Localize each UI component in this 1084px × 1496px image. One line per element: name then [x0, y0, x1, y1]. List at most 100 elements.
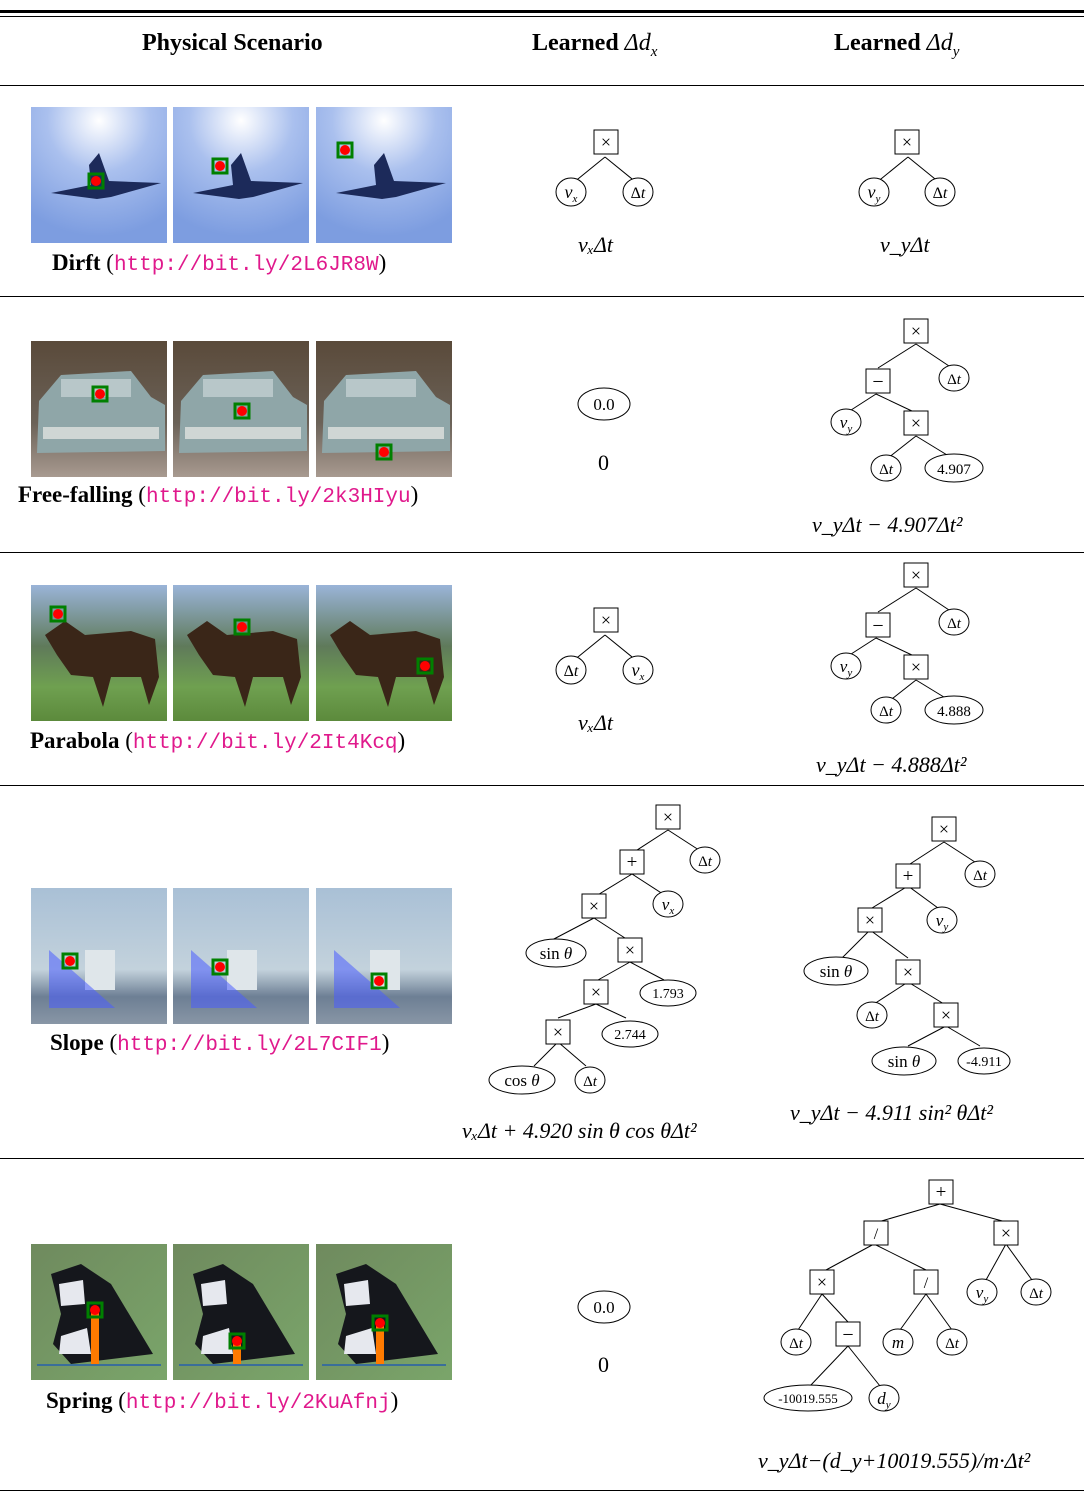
node-zero: 0.0: [577, 1290, 631, 1324]
node-vy: vy: [966, 1278, 998, 1306]
node-times: ×: [903, 410, 929, 436]
node-dt: Δt: [964, 860, 996, 888]
scenario-images-slope: [31, 888, 452, 1024]
caption-slope: Slope (http://bit.ly/2L7CIF1): [50, 1030, 390, 1057]
node-dt: Δt: [938, 608, 970, 636]
airplane-frames: [31, 107, 452, 243]
node-times: ×: [903, 562, 929, 588]
node-vy: vy: [858, 177, 890, 207]
svg-text:×: ×: [625, 940, 635, 960]
node-times: ×: [581, 893, 607, 919]
formula-dx-slope: vₓΔt + 4.920 sin θ cos θΔt²: [462, 1118, 697, 1143]
row-rule-3: [0, 785, 1084, 786]
node-const: -10019.555: [763, 1384, 853, 1412]
header-col3-label: Learned: [834, 30, 921, 56]
scenario-link[interactable]: http://bit.ly/2It4Kcq: [132, 732, 398, 755]
node-times: ×: [617, 937, 643, 963]
row-rule-2: [0, 552, 1084, 553]
formula-dy-parabola: v_yΔt − 4.888Δt²: [816, 752, 967, 777]
header-col2-label: Learned: [532, 30, 619, 56]
svg-text:Δt: Δt: [564, 663, 579, 680]
svg-text:×: ×: [817, 1272, 827, 1292]
node-vy: vy: [926, 906, 958, 934]
svg-text:2.744: 2.744: [614, 1028, 646, 1043]
node-sin-theta: sin θ: [871, 1046, 937, 1076]
node-dt: Δt: [856, 1001, 888, 1029]
tree-dx-drift: × vx Δt: [545, 125, 665, 215]
svg-text:sin θ: sin θ: [820, 962, 852, 981]
node-dt: Δt: [870, 696, 902, 724]
node-dt: Δt: [870, 454, 902, 482]
svg-text:/: /: [924, 1275, 929, 1292]
scenario-images-free-falling: [31, 341, 452, 477]
tree-dx-slope: × + Δt × vx sin θ × × 1.793 × 2.744 cos …: [486, 800, 726, 1100]
svg-text:×: ×: [911, 321, 921, 341]
scenario-link[interactable]: http://bit.ly/2L7CIF1: [117, 1034, 382, 1057]
node-const: 4.888: [924, 695, 984, 725]
caption-drift: Dirft (http://bit.ly/2L6JR8W): [52, 250, 387, 277]
svg-text:Δt: Δt: [947, 372, 962, 388]
svg-text:×: ×: [601, 132, 611, 152]
formula-dy-drift: v_yΔt: [880, 232, 930, 257]
svg-text:×: ×: [601, 610, 611, 630]
tree-dx-free-falling: 0.0: [577, 386, 637, 426]
tree-dy-slope: × + Δt × vy sin θ × Δt × sin θ -4.911: [790, 812, 1030, 1092]
svg-text:Δt: Δt: [933, 185, 948, 202]
header-col3-math: Δdy: [926, 30, 960, 60]
svg-text:×: ×: [902, 132, 912, 152]
svg-text:Δt: Δt: [879, 704, 894, 720]
node-vx: vx: [622, 655, 654, 685]
scenario-link[interactable]: http://bit.ly/2k3HIyu: [145, 486, 411, 509]
formula-dx-parabola: vₓΔt: [578, 710, 614, 735]
node-plus: +: [928, 1179, 954, 1205]
node-dt: Δt: [936, 1328, 968, 1356]
node-dt: Δt: [622, 177, 654, 207]
node-minus: −: [835, 1321, 861, 1347]
header-physical-scenario: Physical Scenario: [142, 30, 323, 57]
scenario-images-drift: [31, 107, 452, 243]
scenario-name: Slope: [50, 1030, 104, 1055]
tree-dy-spring: + / × × / vy Δt Δt − m Δt -10019.555 dy: [760, 1174, 1060, 1434]
node-times: ×: [593, 129, 619, 155]
row-rule-4: [0, 1158, 1084, 1159]
node-vy: vy: [830, 652, 862, 680]
node-vx: vx: [555, 177, 587, 207]
node-minus: −: [865, 612, 891, 638]
formula-dx-free-falling: 0: [598, 450, 609, 475]
formula-dy-free-falling: v_yΔt − 4.907Δt²: [812, 512, 963, 537]
node-times: ×: [545, 1019, 571, 1045]
svg-text:sin θ: sin θ: [888, 1052, 920, 1071]
node-dt: Δt: [938, 364, 970, 392]
scenario-name: Dirft: [52, 250, 101, 275]
svg-text:Δt: Δt: [865, 1009, 880, 1025]
svg-text:Δt: Δt: [973, 868, 988, 884]
node-dt: Δt: [689, 846, 721, 874]
node-times: ×: [655, 804, 681, 830]
scenario-images-spring: [31, 1244, 452, 1380]
scenario-link[interactable]: http://bit.ly/2L6JR8W: [113, 254, 379, 277]
svg-text:Δt: Δt: [631, 185, 646, 202]
caption-parabola: Parabola (http://bit.ly/2It4Kcq): [30, 728, 406, 755]
car-frames: [31, 341, 452, 477]
node-times: ×: [933, 1002, 959, 1028]
svg-text:×: ×: [911, 657, 921, 677]
top-rule-thick: [0, 10, 1084, 13]
svg-text:m: m: [892, 1333, 904, 1352]
node-dy: dy: [868, 1384, 900, 1412]
svg-text:0.0: 0.0: [593, 395, 614, 414]
bottom-rule: [0, 1490, 1084, 1491]
node-times: ×: [895, 959, 921, 985]
node-const: 2.744: [601, 1020, 659, 1048]
svg-text:cos θ: cos θ: [504, 1071, 539, 1090]
svg-text:+: +: [936, 1182, 947, 1203]
svg-text:×: ×: [663, 807, 673, 827]
header-learned-dx: Learned Δdx: [532, 30, 657, 61]
node-dt: Δt: [555, 655, 587, 685]
node-const: -4.911: [957, 1047, 1011, 1075]
svg-text:+: +: [903, 866, 914, 887]
scenario-link[interactable]: http://bit.ly/2KuAfnj: [125, 1392, 391, 1415]
node-dt: Δt: [780, 1328, 812, 1356]
svg-text:-10019.555: -10019.555: [778, 1391, 838, 1406]
header-col1-label: Physical Scenario: [142, 30, 323, 56]
svg-text:−: −: [872, 615, 883, 637]
